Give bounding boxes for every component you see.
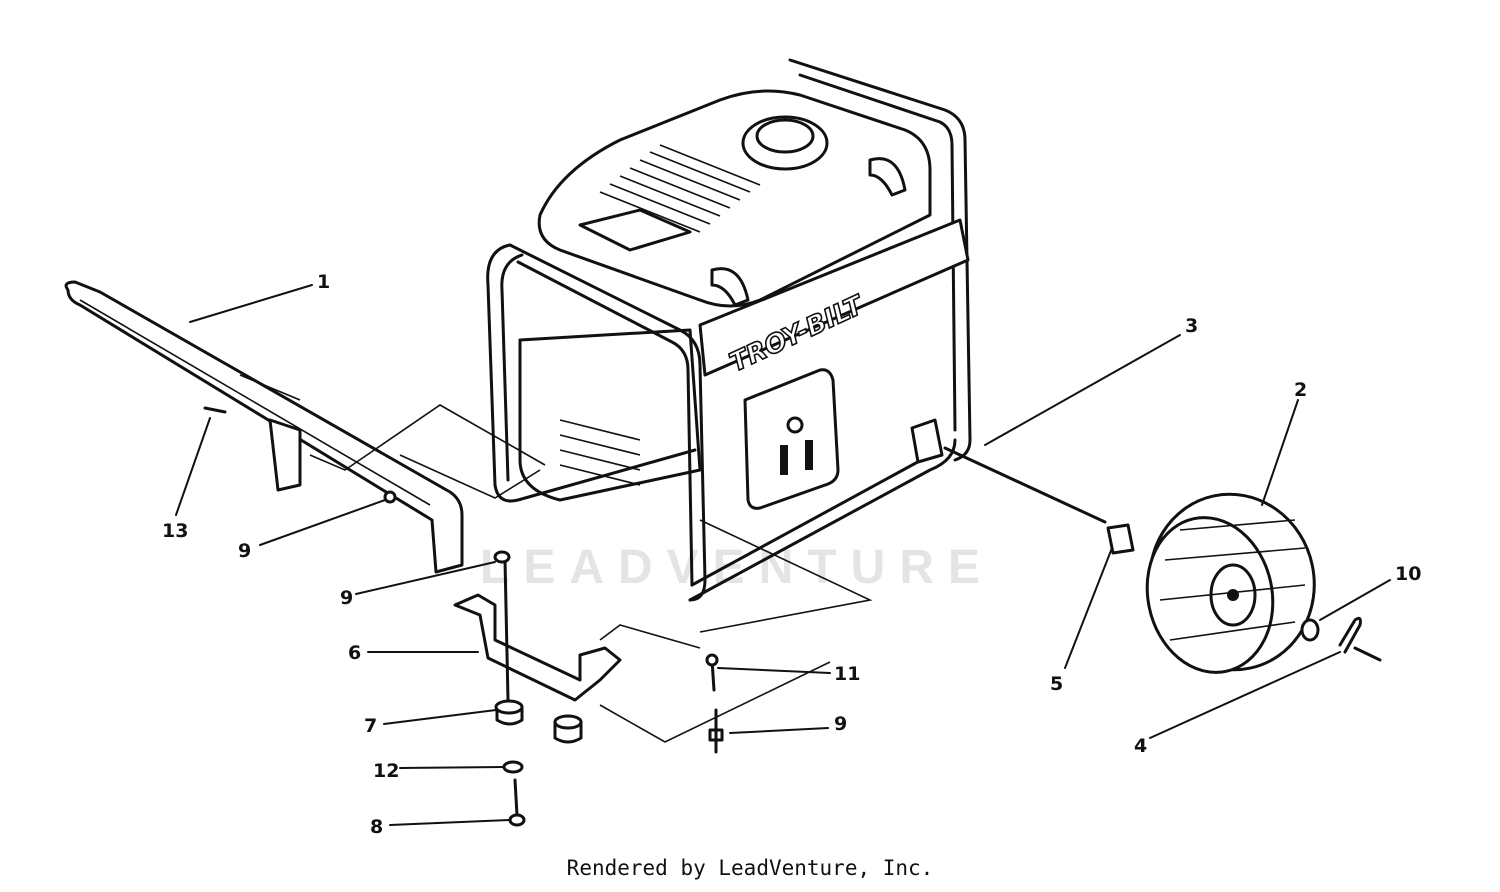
callout-2: 2 <box>1294 379 1307 401</box>
callout-3: 3 <box>1185 315 1198 337</box>
clip-4 <box>1338 616 1382 662</box>
washer-12 <box>502 760 524 774</box>
bolt-13 <box>203 406 227 414</box>
nut-9-upper <box>493 550 511 564</box>
generator-assembly: TROY-BILT <box>486 58 972 602</box>
callout-5: 5 <box>1050 673 1063 695</box>
callout-13: 13 <box>162 520 188 542</box>
callout-6: 6 <box>348 642 361 664</box>
bolt-11 <box>705 653 719 692</box>
callout-11: 11 <box>834 663 860 685</box>
wheel-2 <box>1145 492 1316 674</box>
callout-4: 4 <box>1134 735 1147 757</box>
callout-7: 7 <box>364 715 377 737</box>
watermark-text: LEADVENTURE <box>480 541 994 594</box>
mounting-bracket <box>453 558 622 702</box>
bolt-8 <box>508 778 526 827</box>
callout-9c: 9 <box>834 713 847 735</box>
rubber-mount-7 <box>494 699 524 726</box>
rubber-mount-7b <box>553 714 583 744</box>
spacer-5 <box>1106 523 1135 555</box>
callout-8: 8 <box>370 816 383 838</box>
nut-9-handle <box>383 490 397 504</box>
nut-9-lower <box>708 708 724 754</box>
footer-credit: Rendered by LeadVenture, Inc. <box>566 856 934 880</box>
handle-part <box>64 280 464 574</box>
callout-9b: 9 <box>340 587 353 609</box>
washer-10 <box>1300 618 1320 642</box>
callout-12: 12 <box>373 760 399 782</box>
callout-9a: 9 <box>238 540 251 562</box>
assembly-guide-lines <box>309 404 873 743</box>
axle-3 <box>943 446 1107 524</box>
callout-10: 10 <box>1395 563 1421 585</box>
callout-1: 1 <box>317 271 330 293</box>
callout-leaders <box>175 284 1391 826</box>
callout-labels: 1 2 3 4 5 6 7 8 9 9 9 10 11 12 13 <box>162 271 1421 838</box>
